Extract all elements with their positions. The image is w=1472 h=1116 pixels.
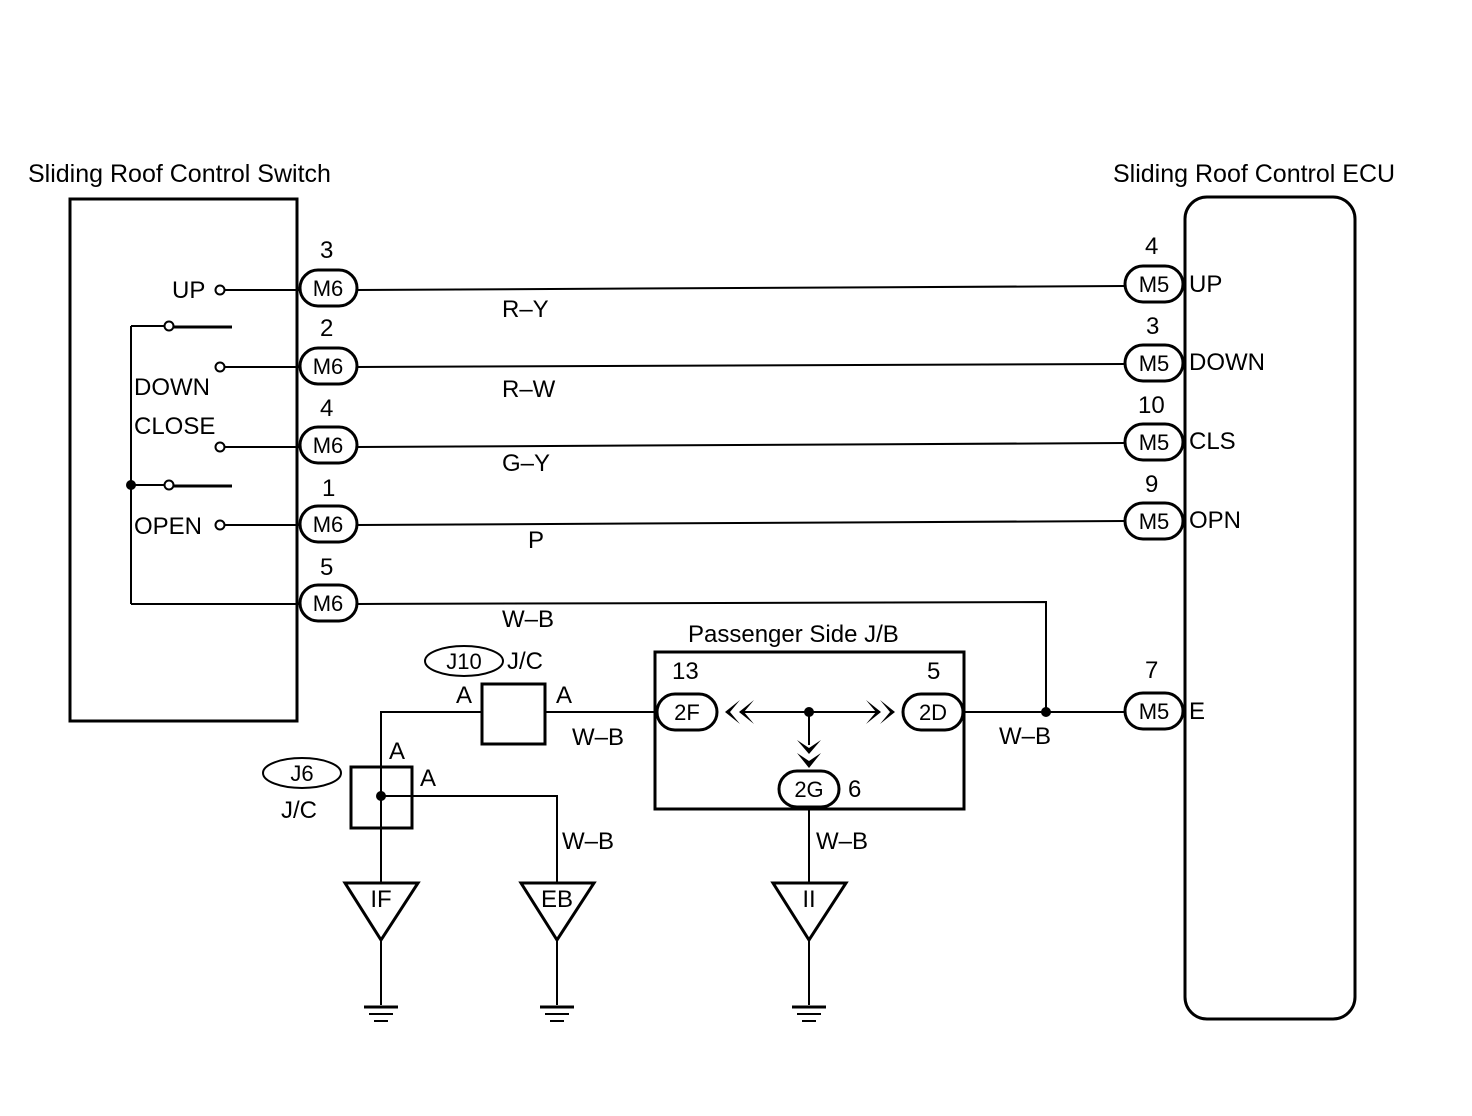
wire-color-p: P — [528, 527, 544, 554]
switch-title: Sliding Roof Control Switch — [28, 160, 331, 188]
ground-symbol-if — [364, 1005, 398, 1022]
j6-tag — [262, 757, 342, 789]
j10-tag — [424, 645, 504, 677]
svg-text:5: 5 — [320, 554, 333, 581]
connector-m5-pin3: 3 M5 — [1123, 313, 1185, 383]
wire-color-gy: G–Y — [502, 450, 550, 477]
j6-type: J/C — [281, 797, 317, 824]
connector-2d: 5 2D — [901, 658, 965, 732]
svg-text:9: 9 — [1145, 471, 1158, 498]
svg-text:7: 7 — [1145, 657, 1158, 684]
switch-label-close: CLOSE — [134, 413, 215, 440]
svg-text:IF: IF — [370, 886, 391, 913]
svg-text:M5: M5 — [1139, 351, 1170, 376]
switch-label-open: OPEN — [134, 513, 202, 540]
svg-text:5: 5 — [927, 658, 940, 685]
wire-color-ry: R–Y — [502, 296, 549, 323]
svg-text:II: II — [802, 886, 815, 913]
connector-m5-pin9: 9 M5 — [1123, 471, 1185, 541]
switch-label-up: UP — [172, 277, 205, 304]
ecu-label-cls: CLS — [1189, 428, 1236, 455]
connector-m6-pin5: 5 M6 — [298, 554, 359, 623]
svg-text:M5: M5 — [1139, 272, 1170, 297]
j10-wiring — [380, 711, 657, 767]
jb-title: Passenger Side J/B — [688, 621, 899, 648]
svg-text:4: 4 — [320, 395, 333, 422]
switch-internals — [126, 284, 300, 605]
j10-pin-left: A — [456, 682, 472, 709]
wire-color-wb: W–B — [502, 606, 554, 633]
j6-pin-right: A — [420, 765, 436, 792]
svg-text:2D: 2D — [919, 700, 947, 725]
wire-color-jb-right: W–B — [999, 723, 1051, 750]
svg-text:1: 1 — [322, 475, 335, 502]
ground-symbol-eb — [540, 1005, 574, 1022]
svg-text:M6: M6 — [313, 591, 344, 616]
switch-label-down: DOWN — [134, 374, 210, 401]
ground-point-if: IF — [342, 881, 421, 1005]
svg-text:2: 2 — [320, 315, 333, 342]
j6-id: J6 — [290, 761, 313, 786]
svg-text:M5: M5 — [1139, 430, 1170, 455]
connector-m5-pin4: 4 M5 — [1123, 233, 1185, 304]
svg-text:M5: M5 — [1139, 699, 1170, 724]
ecu-label-down: DOWN — [1189, 349, 1265, 376]
wire-color-eb: W–B — [562, 828, 614, 855]
jb-internals — [725, 700, 895, 768]
j10-box — [480, 682, 547, 746]
svg-text:M6: M6 — [313, 512, 344, 537]
ecu-label-e: E — [1189, 698, 1205, 725]
harness-wires — [356, 285, 1126, 717]
svg-text:M6: M6 — [313, 276, 344, 301]
svg-text:10: 10 — [1138, 392, 1165, 419]
ground-point-eb: EB — [518, 881, 597, 1005]
svg-text:EB: EB — [541, 886, 573, 913]
wire-color-rw: R–W — [502, 376, 556, 403]
svg-text:4: 4 — [1145, 233, 1158, 260]
svg-text:2G: 2G — [794, 777, 823, 802]
connector-2f: 13 2F — [655, 658, 719, 732]
svg-text:M6: M6 — [313, 433, 344, 458]
svg-text:6: 6 — [848, 776, 861, 803]
connector-m6-pin3: 3 M6 — [298, 237, 359, 308]
ground-symbol-ii — [792, 1005, 826, 1022]
j6-pin-top: A — [389, 738, 405, 765]
svg-text:2F: 2F — [674, 700, 700, 725]
j6-wiring — [376, 767, 558, 883]
j10-pin-right: A — [556, 682, 572, 709]
svg-text:3: 3 — [320, 237, 333, 264]
connector-m6-pin1: 1 M6 — [298, 475, 359, 544]
svg-text:M5: M5 — [1139, 509, 1170, 534]
connector-m6-pin4: 4 M6 — [298, 395, 359, 465]
wire-color-ii: W–B — [816, 828, 868, 855]
svg-text:M6: M6 — [313, 354, 344, 379]
connector-m5-pin10: 10 M5 — [1123, 392, 1185, 462]
ecu-label-opn: OPN — [1189, 507, 1241, 534]
wire-color-jb-left: W–B — [572, 724, 624, 751]
svg-text:13: 13 — [672, 658, 699, 685]
connector-2g: 2G 6 — [777, 769, 861, 809]
ecu-title: Sliding Roof Control ECU — [1113, 160, 1395, 188]
ground-point-ii: II — [770, 881, 849, 1005]
j10-id: J10 — [446, 649, 481, 674]
j10-type: J/C — [507, 648, 543, 675]
ecu-body — [1183, 195, 1357, 1021]
connector-m6-pin2: 2 M6 — [298, 315, 359, 386]
connector-m5-pin7: 7 M5 — [1123, 657, 1185, 731]
svg-text:3: 3 — [1146, 313, 1159, 340]
ecu-label-up: UP — [1189, 271, 1222, 298]
switch-body — [68, 197, 299, 723]
